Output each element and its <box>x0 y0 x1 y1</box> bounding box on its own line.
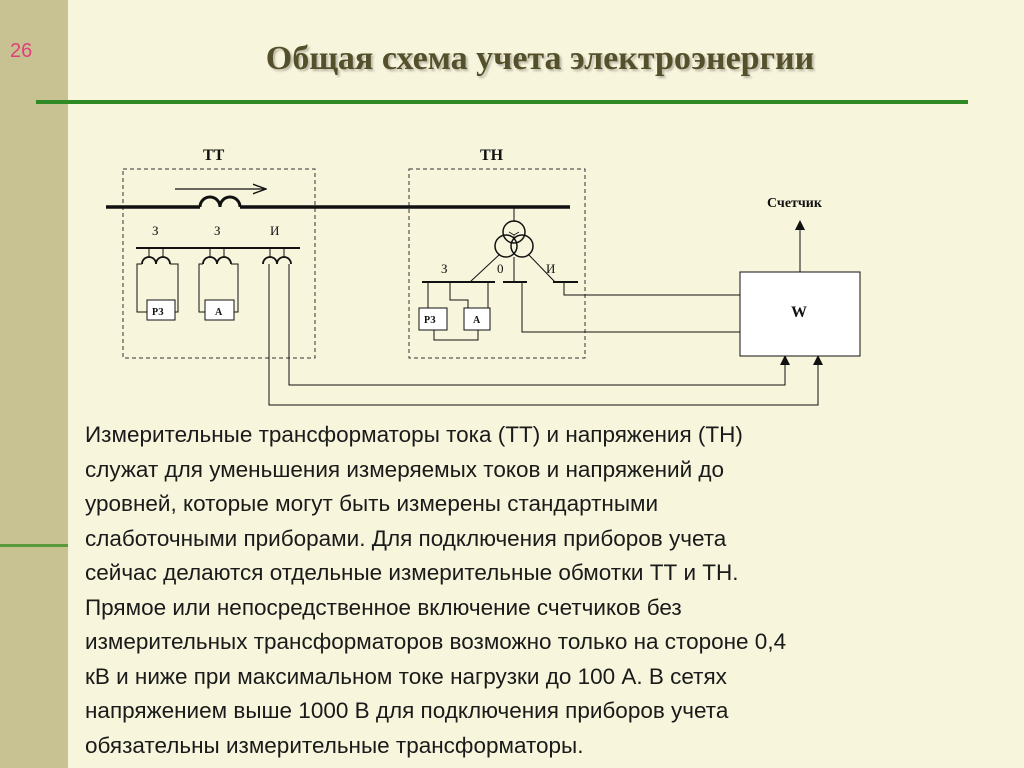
tt-relay-label: РЗ <box>152 307 164 318</box>
slide-number: 26 <box>10 40 33 62</box>
tn-winding-right <box>510 234 534 258</box>
tn-relay-box <box>418 307 448 331</box>
tt-primary-coil <box>198 195 242 208</box>
tt-label: ТТ <box>203 147 225 164</box>
tt-ammeter-box <box>204 299 235 321</box>
tt-secondary-coil-1 <box>141 256 171 265</box>
left-sidebar-band <box>0 0 68 768</box>
tt-terminal-3-label: И <box>270 223 279 238</box>
tn-terminal-1-label: З <box>441 261 448 276</box>
tt-metering-coil <box>262 256 292 265</box>
tn-winding-left <box>494 234 518 258</box>
tn-relay-label: РЗ <box>424 315 436 326</box>
tn-ammeter-label: А <box>473 315 481 326</box>
tt-ammeter-label: А <box>215 307 223 318</box>
tn-label: ТН <box>480 147 504 164</box>
tn-dashed-box <box>408 168 586 359</box>
wattmeter-box <box>739 271 861 357</box>
tn-terminal-3-label: И <box>546 261 555 276</box>
tt-meter-lead-1 <box>268 264 823 406</box>
tn-winding-top <box>502 220 526 244</box>
meter-label: Счетчик <box>767 196 823 211</box>
tn-meter-lead-2 <box>521 282 740 333</box>
tn-meter-lead-1 <box>563 282 740 296</box>
tt-secondary-coil-2 <box>202 256 232 265</box>
tt-dashed-box <box>122 168 316 359</box>
tn-ammeter-box <box>463 307 491 331</box>
tt-relay-box <box>146 299 176 321</box>
tt-terminal-2-label: З <box>214 223 221 238</box>
sidebar-accent-line <box>0 544 68 547</box>
wattmeter-label: W <box>791 304 807 321</box>
metering-circuit-diagram: ТТ ТН Счетчик З З И РЗ А З 0 И Р <box>106 147 861 406</box>
tn-terminal-2-label: 0 <box>497 261 504 276</box>
body-paragraph: Измерительные трансформаторы тока (ТТ) и… <box>85 422 787 758</box>
tt-meter-lead-2 <box>288 264 790 386</box>
tt-terminal-1-label: З <box>152 223 159 238</box>
slide-title: Общая схема учета электроэнергии <box>265 40 815 77</box>
title-underline <box>36 100 968 104</box>
